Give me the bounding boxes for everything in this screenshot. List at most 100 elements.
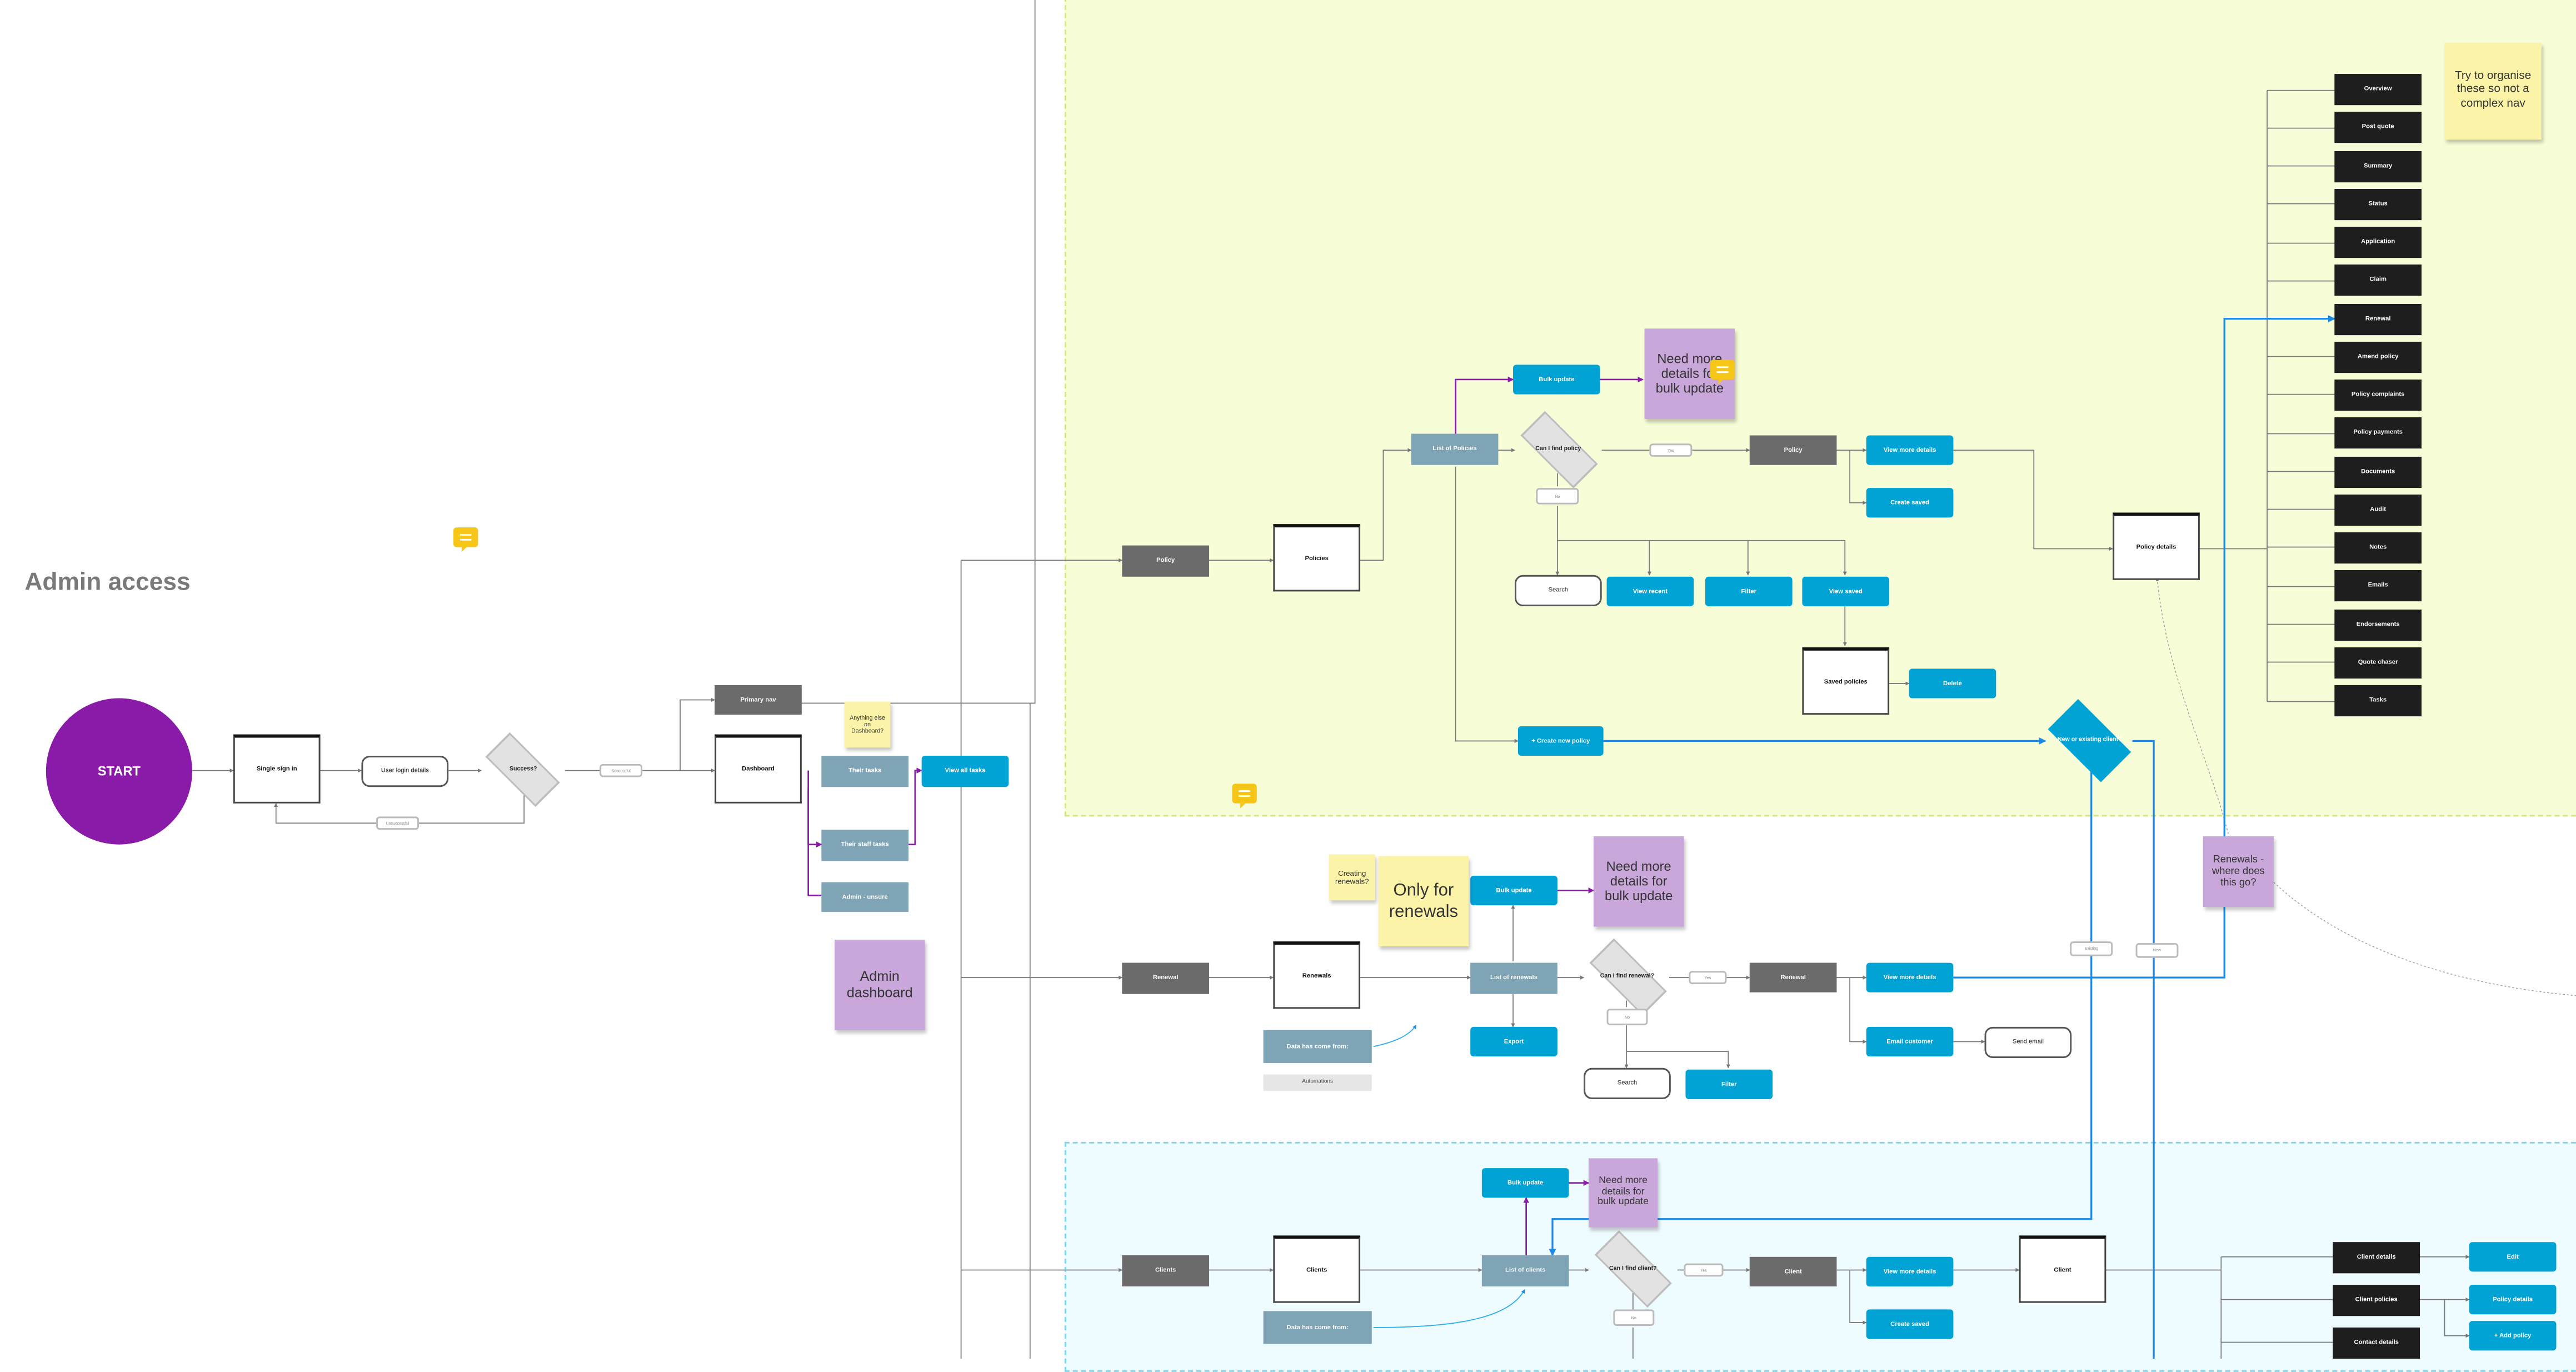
single-sign-in-screen[interactable]: Single sign in <box>233 734 321 804</box>
new-or-existing-client-decision[interactable]: New or existing client? <box>2045 699 2134 783</box>
renewal-data-source-node[interactable]: Data has come from: <box>1263 1030 1372 1063</box>
list-of-clients-node[interactable]: List of clients <box>1481 1255 1569 1287</box>
renewal-node[interactable]: Renewal <box>1749 962 1837 992</box>
menu-tasks[interactable]: Tasks <box>2334 685 2422 717</box>
renewal-nav-node[interactable]: Renewal <box>1122 962 1210 994</box>
new-label: New <box>2135 943 2179 958</box>
client-create-saved-button[interactable]: Create saved <box>1866 1309 1954 1339</box>
renewal-view-more-details-button[interactable]: View more details <box>1866 962 1954 992</box>
menu-renewal[interactable]: Renewal <box>2334 303 2422 336</box>
menu-documents[interactable]: Documents <box>2334 456 2422 488</box>
can-i-find-client-decision[interactable]: Can I find client? <box>1589 1231 1678 1309</box>
menu-audit[interactable]: Audit <box>2334 494 2422 526</box>
their-tasks-node[interactable]: Their tasks <box>821 756 908 787</box>
renewal-export-button[interactable]: Export <box>1470 1026 1557 1057</box>
policy-create-saved-button[interactable]: Create saved <box>1866 488 1954 518</box>
policies-bulk-update-button[interactable]: Bulk update <box>1513 365 1600 395</box>
dashboard-screen[interactable]: Dashboard <box>715 734 802 804</box>
policy-view-recent-button[interactable]: View recent <box>1606 576 1694 606</box>
primary-nav-node[interactable]: Primary nav <box>715 685 802 715</box>
clients-bulk-update-button[interactable]: Bulk update <box>1481 1168 1569 1198</box>
list-of-renewals-node[interactable]: List of renewals <box>1470 962 1557 994</box>
can-i-find-renewal-label: Can I find renewal? <box>1600 972 1655 980</box>
sticky-renewals-where[interactable]: Renewals - where does this go? <box>2203 836 2274 907</box>
sticky-admin-dashboard[interactable]: Admin dashboard <box>834 940 925 1030</box>
client-node[interactable]: Client <box>1749 1256 1837 1287</box>
client-data-source-node[interactable]: Data has come from: <box>1263 1311 1372 1344</box>
sticky-try-to-organise[interactable]: Try to organise these so not a complex n… <box>2444 42 2542 140</box>
menu-notes[interactable]: Notes <box>2334 532 2422 564</box>
policy-nav-node[interactable]: Policy <box>1122 545 1210 577</box>
comment-icon[interactable] <box>453 527 478 552</box>
successful-label: Successful <box>600 764 643 777</box>
clients-screen[interactable]: Clients <box>1273 1235 1361 1303</box>
client-view-more-details-button[interactable]: View more details <box>1866 1256 1954 1287</box>
contact-details-node[interactable]: Contact details <box>2333 1327 2420 1359</box>
menu-emails[interactable]: Emails <box>2334 570 2422 602</box>
can-i-find-renewal-decision[interactable]: Can I find renewal? <box>1584 939 1671 1016</box>
policy-details-screen[interactable]: Policy details <box>2113 512 2200 580</box>
admin-unsure-node[interactable]: Admin - unsure <box>821 882 908 912</box>
policy-view-more-details-button[interactable]: View more details <box>1866 435 1954 465</box>
menu-status[interactable]: Status <box>2334 189 2422 221</box>
sticky-only-for-renewals[interactable]: Only for renewals <box>1378 856 1469 947</box>
their-staff-tasks-node[interactable]: Their staff tasks <box>821 830 908 861</box>
policy-view-saved-button[interactable]: View saved <box>1802 576 1890 606</box>
start-node[interactable]: START <box>46 698 192 845</box>
renewal-yes-label: Yes <box>1689 971 1727 985</box>
policies-screen[interactable]: Policies <box>1273 524 1361 592</box>
menu-quote-chaser[interactable]: Quote chaser <box>2334 647 2422 679</box>
client-policies-node[interactable]: Client policies <box>2333 1285 2420 1316</box>
comment-icon[interactable] <box>1232 784 1257 809</box>
menu-policy-complaints[interactable]: Policy complaints <box>2334 379 2422 411</box>
success-label: Success? <box>509 765 537 772</box>
renewal-filter-button[interactable]: Filter <box>1685 1069 1773 1099</box>
renewals-screen[interactable]: Renewals <box>1273 941 1361 1009</box>
comment-icon[interactable] <box>1710 360 1735 385</box>
new-or-existing-client-label: New or existing client? <box>2057 736 2122 743</box>
client-policy-details-button[interactable]: Policy details <box>2469 1285 2557 1315</box>
can-i-find-policy-decision[interactable]: Can I find policy <box>1515 411 1602 489</box>
client-add-policy-button[interactable]: + Add policy <box>2469 1321 2557 1351</box>
menu-application[interactable]: Application <box>2334 227 2422 258</box>
client-screen[interactable]: Client <box>2019 1235 2106 1303</box>
sticky-anything-else[interactable]: Anything else on Dashboard? <box>844 701 891 748</box>
client-no-label: No <box>1613 1309 1655 1326</box>
policy-yes-label: Yes <box>1649 443 1693 457</box>
email-customer-button[interactable]: Email customer <box>1866 1026 1954 1057</box>
clients-nav-node[interactable]: Clients <box>1122 1255 1210 1287</box>
policy-filter-button[interactable]: Filter <box>1705 576 1793 606</box>
menu-policy-payments[interactable]: Policy payments <box>2334 417 2422 449</box>
send-email-button[interactable]: Send email <box>1984 1026 2072 1059</box>
existing-label: Existing <box>2070 941 2113 956</box>
list-of-policies-node[interactable]: List of Policies <box>1411 433 1499 465</box>
saved-policies-screen[interactable]: Saved policies <box>1802 647 1890 715</box>
menu-claim[interactable]: Claim <box>2334 265 2422 296</box>
create-new-policy-button[interactable]: + Create new policy <box>1517 726 1604 756</box>
view-all-tasks-button[interactable]: View all tasks <box>921 756 1009 787</box>
success-decision[interactable]: Success? <box>481 732 565 809</box>
policy-search-button[interactable]: Search <box>1514 575 1602 606</box>
menu-endorsements[interactable]: Endorsements <box>2334 609 2422 641</box>
unsuccessful-label: Unsuccessful <box>376 816 419 830</box>
client-yes-label: Yes <box>1684 1263 1724 1277</box>
can-i-find-policy-label: Can I find policy <box>1535 445 1581 452</box>
menu-post-quote[interactable]: Post quote <box>2334 112 2422 143</box>
sticky-need-more-clients[interactable]: Need more details for bulk update <box>1589 1158 1658 1228</box>
menu-overview[interactable]: Overview <box>2334 74 2422 106</box>
client-details-node[interactable]: Client details <box>2333 1242 2420 1274</box>
can-i-find-client-label: Can I find client? <box>1609 1265 1657 1272</box>
client-edit-button[interactable]: Edit <box>2469 1242 2557 1272</box>
policy-no-label: No <box>1536 488 1579 505</box>
sticky-creating-renewals[interactable]: Creating renewals? <box>1329 854 1375 901</box>
policy-node[interactable]: Policy <box>1749 435 1837 465</box>
user-login-details[interactable]: User login details <box>361 756 449 787</box>
menu-summary[interactable]: Summary <box>2334 151 2422 183</box>
menu-amend-policy[interactable]: Amend policy <box>2334 341 2422 373</box>
policy-delete-button[interactable]: Delete <box>1909 668 1996 699</box>
renewal-search-button[interactable]: Search <box>1584 1067 1671 1099</box>
sticky-need-more-renewals[interactable]: Need more details for bulk update <box>1593 836 1684 927</box>
renewals-bulk-update-button[interactable]: Bulk update <box>1470 875 1557 906</box>
